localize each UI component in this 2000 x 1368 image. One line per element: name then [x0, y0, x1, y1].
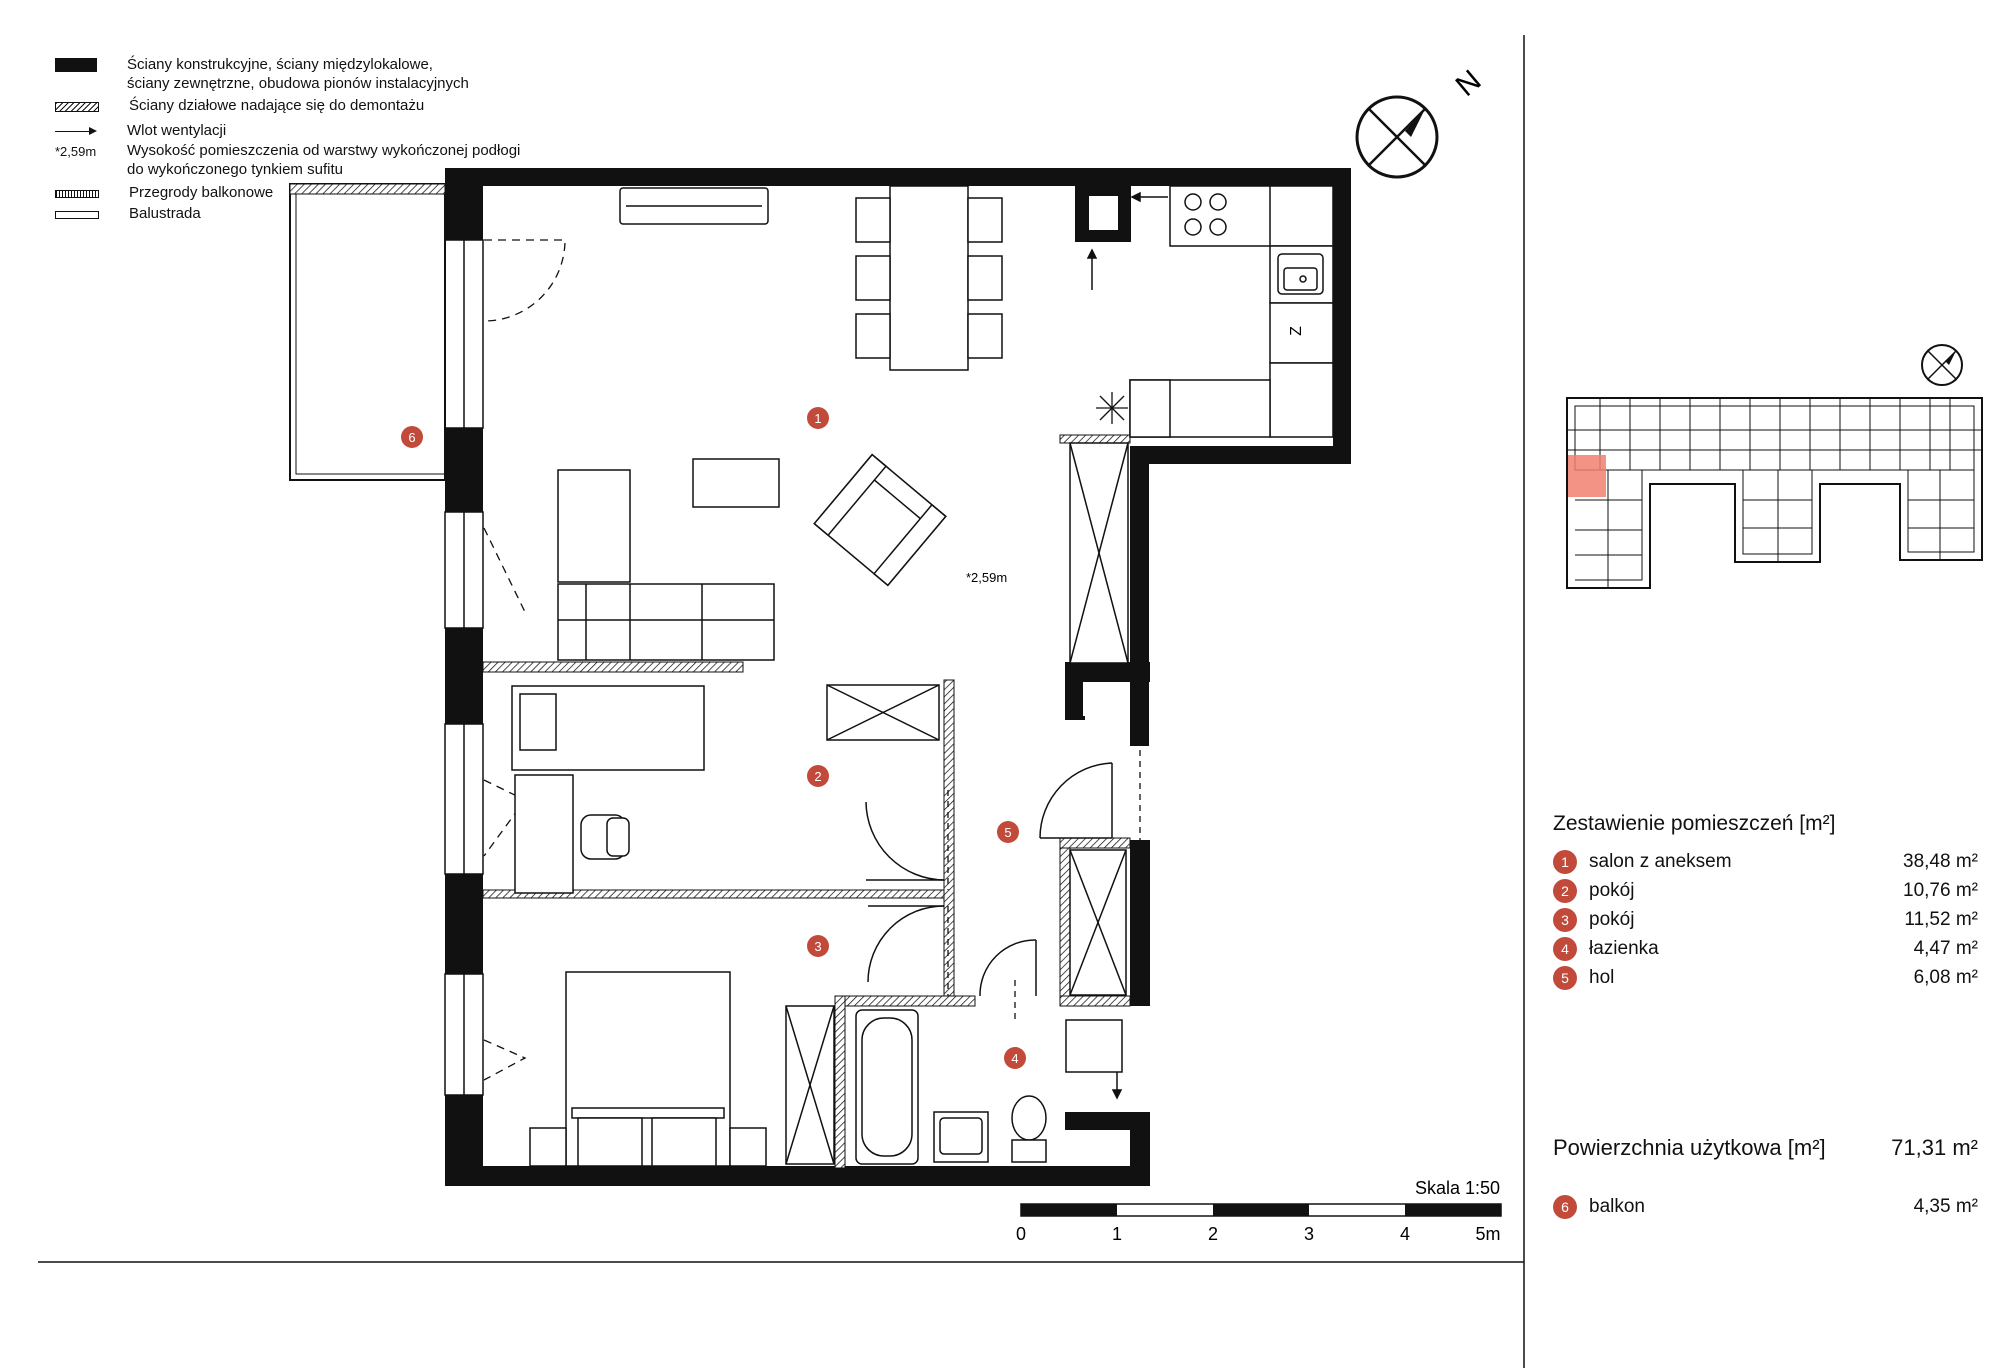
room-row-name: pokój	[1589, 880, 1635, 901]
room-row-name: łazienka	[1589, 938, 1659, 959]
legend-barriers-text: Przegrody balkonowe	[129, 184, 274, 201]
room-row-area: 38,48 m²	[1903, 851, 1978, 872]
total-area-label: Powierzchnia użytkowa [m²]	[1553, 1135, 1826, 1160]
kitchen	[1129, 185, 1334, 438]
room-row-area: 6,08 m²	[1913, 967, 1978, 988]
legend-balustrade: Balustrada	[55, 204, 201, 223]
legend-ventilation-text: Wlot wentylacji	[127, 122, 227, 139]
balcony-name: balkon	[1589, 1196, 1645, 1217]
height-mark: *2,59m	[55, 144, 97, 159]
room-badge-5	[997, 821, 1019, 843]
room-badge-6	[401, 426, 423, 448]
room-row-area: 10,76 m²	[1903, 880, 1978, 901]
room-row-badge: 3	[1553, 908, 1577, 932]
room-badge-1	[807, 407, 829, 429]
room-row-2: 2 pokój 10,76 m²	[1553, 878, 1978, 904]
partition-wall-swatch	[55, 102, 99, 112]
key-plan	[1566, 344, 1983, 589]
installation-shafts	[785, 442, 1129, 1165]
balcony-barrier-swatch	[55, 190, 99, 198]
legend-height-text: Wysokość pomieszczenia od warstwy wykońc…	[127, 142, 521, 159]
legend-balustrade-text: Balustrada	[129, 205, 201, 222]
partition-walls	[482, 434, 1131, 1169]
ventilation-arrow-icon	[55, 124, 97, 138]
scale-title: Skala 1:50	[1415, 1178, 1500, 1198]
room-row-badge: 1	[1553, 850, 1577, 874]
bedroom3-furniture	[529, 971, 767, 1167]
balcony-area: 4,35 m²	[1913, 1196, 1978, 1217]
compass-icon	[1355, 95, 1439, 179]
extractor-icon	[1096, 392, 1128, 424]
scale-tick-4: 4	[1400, 1224, 1410, 1244]
legend-height-text-2: do wykończonego tynkiem sufitu	[127, 161, 343, 178]
room-number-5: 5	[1004, 825, 1011, 840]
bathroom-fixtures	[855, 1009, 1123, 1165]
compass-north-label: N	[1450, 64, 1488, 103]
scale-bar	[1020, 1203, 1502, 1217]
room-row-area: 4,47 m²	[1913, 938, 1978, 959]
balcony-row: 6 balkon 4,35 m²	[1553, 1194, 1978, 1220]
balcony	[289, 183, 446, 481]
ventilation-shaft	[1089, 196, 1118, 230]
legend-structural-text-2: ściany zewnętrzne, obudowa pionów instal…	[127, 75, 469, 92]
room-number-6: 6	[408, 430, 415, 445]
balcony-badge: 6	[1553, 1195, 1577, 1219]
door-openings	[947, 750, 1141, 1020]
room-row-3: 3 pokój 11,52 m²	[1553, 907, 1978, 933]
room-row-area: 11,52 m²	[1904, 909, 1978, 930]
structural-walls	[445, 168, 1351, 1186]
legend-structural-text: Ściany konstrukcyjne, ściany międzylokal…	[127, 56, 433, 73]
structural-wall-swatch	[55, 58, 97, 72]
room-row-badge: 4	[1553, 937, 1577, 961]
room-row-badge: 2	[1553, 879, 1577, 903]
highlighted-apartment	[1568, 455, 1606, 497]
room-number-3: 3	[814, 939, 821, 954]
legend-barriers: Przegrody balkonowe	[55, 183, 273, 202]
scale-tick-3: 3	[1304, 1224, 1314, 1244]
doors	[865, 762, 1113, 997]
room-number-2: 2	[814, 769, 821, 784]
room-row-badge: 5	[1553, 966, 1577, 990]
door-swings	[483, 239, 566, 1081]
sink-icon	[1277, 253, 1324, 295]
legend-partition-text: Ściany działowe nadające się do demontaż…	[129, 97, 425, 114]
legend-structural: Ściany konstrukcyjne, ściany międzylokal…	[55, 55, 469, 93]
room-badge-2	[807, 765, 829, 787]
room-number-4: 4	[1011, 1051, 1018, 1066]
balustrade-swatch	[55, 211, 99, 219]
windows	[444, 239, 484, 1096]
legend-height: *2,59m Wysokość pomieszczenia od warstwy…	[55, 141, 520, 179]
cooktop-icon	[1184, 193, 1227, 236]
room-numbers: 6 1 2 3 4 5	[408, 411, 1018, 1066]
room-row-name: salon z aneksem	[1589, 851, 1732, 872]
room-row-1: 1 salon z aneksem 38,48 m²	[1553, 849, 1978, 875]
key-compass-icon	[1921, 344, 1963, 386]
rooms-panel-title: Zestawienie pomieszczeń [m²]	[1553, 812, 1836, 835]
room-row-name: hol	[1589, 967, 1615, 988]
room-row-5: 5 hol 6,08 m²	[1553, 965, 1978, 991]
bedroom2-furniture	[511, 685, 705, 894]
legend-partition: Ściany działowe nadające się do demontaż…	[55, 96, 424, 115]
room-number-1: 1	[814, 411, 821, 426]
height-annotation: *2,59m	[966, 570, 1007, 585]
shaft-inner	[1083, 682, 1127, 716]
total-area: Powierzchnia użytkowa [m²] 71,31 m²	[1553, 1135, 1978, 1161]
room-badge-4	[1004, 1047, 1026, 1069]
living-furniture	[557, 185, 1003, 661]
scale-tick-5: 5m	[1475, 1224, 1500, 1244]
scale-tick-2: 2	[1208, 1224, 1218, 1244]
room-badges	[401, 407, 1026, 1069]
fridge-label: Z	[1288, 326, 1305, 336]
room-row-name: pokój	[1589, 909, 1635, 930]
room-badge-3	[807, 935, 829, 957]
scale-tick-0: 0	[1016, 1224, 1026, 1244]
scale-ticks: 0 1 2 3 4 5m	[1016, 1224, 1501, 1244]
room-row-4: 4 łazienka 4,47 m²	[1553, 936, 1978, 962]
scale-tick-1: 1	[1112, 1224, 1122, 1244]
total-area-value: 71,31 m²	[1891, 1135, 1978, 1160]
legend-ventilation: Wlot wentylacji	[55, 121, 226, 140]
